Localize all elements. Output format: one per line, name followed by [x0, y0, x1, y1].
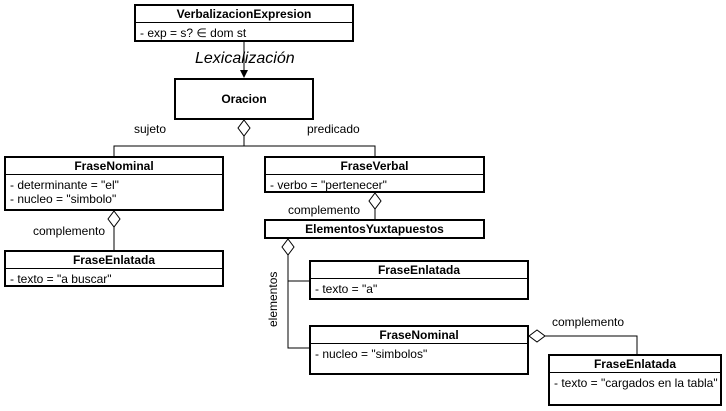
edge-complemento-fn2 — [545, 335, 638, 354]
aggregation-diamond-icon — [237, 119, 251, 137]
node-frase-enlatada-3[interactable]: FraseEnlatada - texto = "cargados en la … — [548, 354, 722, 406]
node-title: FraseNominal — [311, 327, 527, 344]
edge-elementos-fn2 — [287, 255, 309, 349]
node-title: FraseNominal — [6, 158, 222, 175]
aggregation-diamond-icon — [368, 192, 382, 210]
node-attributes: - exp = s? ∈ dom st — [136, 23, 352, 40]
edge-label-complemento-fn1: complemento — [33, 224, 106, 238]
node-attribute: - nucleo = "simbolo" — [10, 192, 117, 206]
edge-label-complemento-fv: complemento — [288, 203, 361, 217]
node-attributes: - verbo = "pertenecer" — [266, 175, 483, 192]
node-verbalizacion-expresion[interactable]: VerbalizacionExpresion - exp = s? ∈ dom … — [134, 4, 354, 42]
node-title: FraseEnlatada — [550, 356, 720, 373]
aggregation-diamond-icon — [107, 210, 121, 228]
node-attribute: - nucleo = "simbolos" — [315, 347, 428, 361]
node-attributes: - texto = "a buscar" — [6, 269, 222, 286]
edge-label-complemento-fn2: complemento — [552, 315, 625, 329]
node-attribute: - texto = "a buscar" — [10, 272, 112, 286]
node-attribute: - texto = "a" — [315, 282, 378, 296]
edge-label-predicado: predicado — [307, 122, 360, 136]
edge-label-elementos: elementos — [266, 271, 280, 327]
node-title: FraseEnlatada — [6, 252, 222, 269]
node-attribute: - determinante = "el" — [10, 178, 119, 192]
edge-sujeto — [113, 136, 245, 158]
node-title: Oracion — [221, 92, 267, 106]
arrowhead-icon — [240, 70, 248, 78]
edge-predicado — [243, 136, 376, 158]
edge-elementos-fe2 — [287, 255, 309, 282]
node-frase-verbal[interactable]: FraseVerbal - verbo = "pertenecer" — [264, 156, 485, 193]
node-attribute: - texto = "cargados en la tabla" — [554, 376, 718, 390]
aggregation-diamond-icon — [281, 238, 295, 256]
edge-label-lexicalizacion: Lexicalización — [195, 50, 295, 67]
node-title: VerbalizacionExpresion — [136, 6, 352, 23]
node-attributes: - texto = "a" — [311, 279, 527, 296]
node-attributes: - texto = "cargados en la tabla" — [550, 373, 720, 390]
node-frase-enlatada-2[interactable]: FraseEnlatada - texto = "a" — [309, 260, 529, 300]
node-attribute: - exp = s? ∈ dom st — [140, 26, 247, 40]
node-title: FraseEnlatada — [311, 262, 527, 279]
node-frase-enlatada-1[interactable]: FraseEnlatada - texto = "a buscar" — [4, 250, 224, 287]
node-frase-nominal-1[interactable]: FraseNominal - determinante = "el" - nuc… — [4, 156, 224, 211]
node-attributes: - determinante = "el" - nucleo = "simbol… — [6, 175, 222, 206]
node-frase-nominal-2[interactable]: FraseNominal - nucleo = "simbolos" — [309, 325, 529, 375]
node-attribute: - verbo = "pertenecer" — [270, 178, 387, 192]
node-title: FraseVerbal — [266, 158, 483, 175]
aggregation-diamond-icon — [528, 329, 546, 343]
node-attributes: - nucleo = "simbolos" — [311, 344, 527, 361]
node-oracion[interactable]: Oracion — [174, 78, 314, 120]
edge-label-sujeto: sujeto — [134, 122, 167, 136]
node-elementos-yuxtapuestos[interactable]: ElementosYuxtapuestos — [264, 219, 485, 239]
node-title: ElementosYuxtapuestos — [305, 222, 444, 236]
